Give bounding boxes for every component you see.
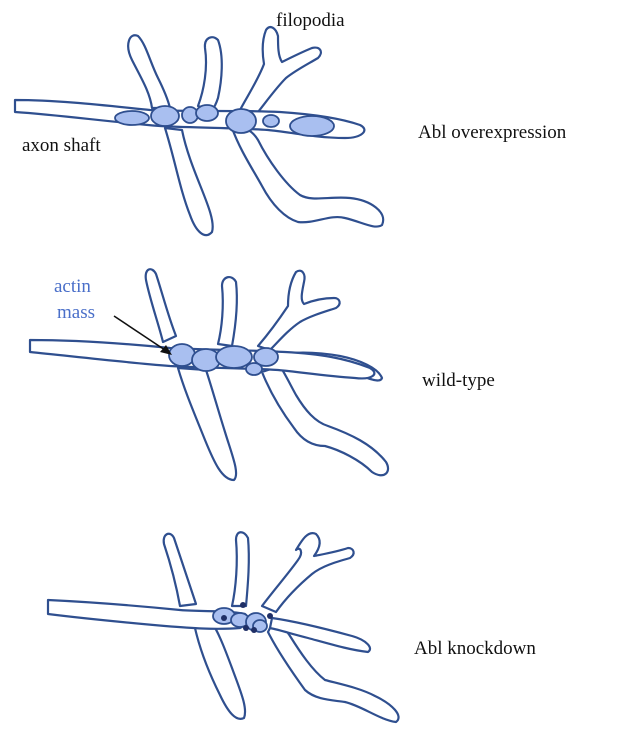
actin-mass [151,106,179,126]
actin-label-line2: mass [57,302,95,323]
actin-label-line1: actin [54,276,91,297]
actin-punctum [251,627,257,633]
actin-punctum [243,625,249,631]
actin-mass [216,346,252,368]
filopodium [218,277,237,346]
filopodium [262,366,388,475]
filopodium [232,128,383,227]
filopodium [128,35,170,108]
filopodium [165,128,213,235]
filopodium [164,534,196,606]
actin-punctum [267,613,273,619]
panel-knockdown: Abl knockdown [48,532,536,722]
filopodium [178,368,236,480]
panel-overexpression: filopodia axon shaft Abl overexpression [15,10,567,235]
panel-wild-type: actin mass wild-type [30,269,495,480]
actin-punctum [221,615,227,621]
condition-label-overexpression: Abl overexpression [418,122,567,143]
filopodium [146,269,176,342]
axon-shaft-label: axon shaft [22,135,101,156]
filopodium [232,532,249,606]
condition-label-knockdown: Abl knockdown [414,638,536,659]
actin-mass [263,115,279,127]
actin-mass [169,344,195,366]
filopodium [262,533,354,612]
filopodium [240,27,321,112]
filopodia-label: filopodia [276,10,345,31]
actin-mass [196,105,218,121]
actin-punctum [240,602,246,608]
actin-mass [246,363,262,375]
actin-mass [290,116,334,136]
actin-mass [226,109,256,133]
filopodium [195,626,245,719]
actin-mass [115,111,149,125]
condition-label-wild-type: wild-type [422,370,495,391]
filopodium [198,37,222,110]
filopodium [258,271,340,350]
